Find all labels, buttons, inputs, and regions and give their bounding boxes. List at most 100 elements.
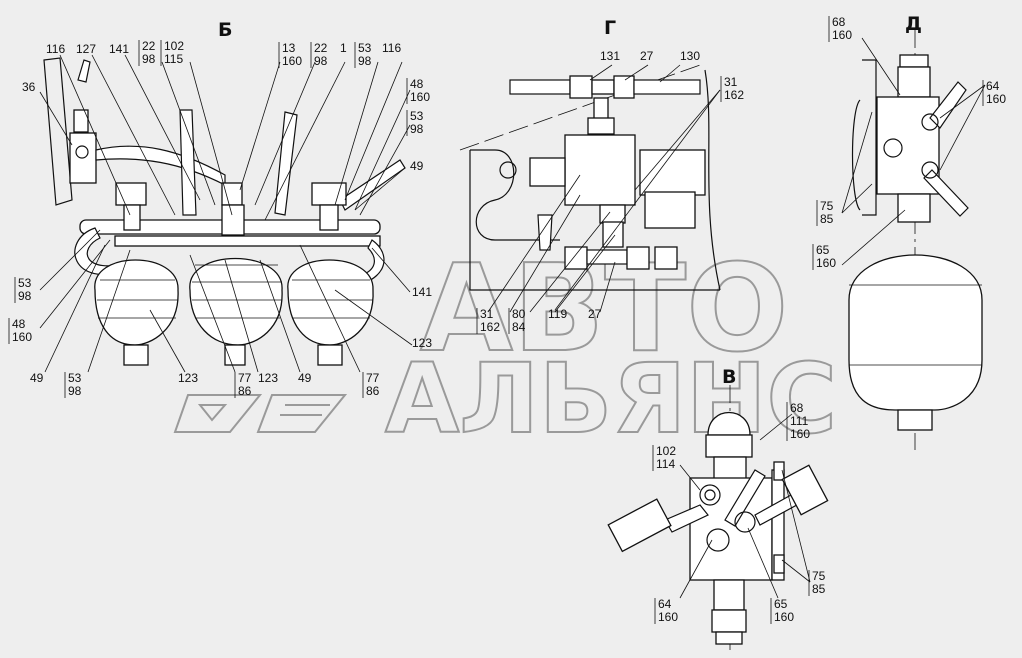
callout-number: 27 bbox=[640, 49, 654, 63]
callout-b-123-a: 123 bbox=[178, 371, 198, 385]
callout-number: 65 bbox=[774, 597, 788, 611]
callout-number: 49 bbox=[30, 371, 44, 385]
accumulator-3 bbox=[287, 182, 374, 366]
callout-g-119: 119 bbox=[548, 307, 567, 321]
callout-b-36: 36 bbox=[22, 80, 36, 94]
callout-number: 64 bbox=[658, 597, 672, 611]
view-letter: В bbox=[722, 366, 736, 388]
callout-number: 1 bbox=[340, 41, 347, 55]
view-g-assembly bbox=[459, 64, 721, 313]
callout-number: 98 bbox=[358, 54, 372, 68]
callout-number: 77 bbox=[238, 371, 252, 385]
callout-number: 49 bbox=[298, 371, 312, 385]
callout-number: 49 bbox=[410, 159, 424, 173]
callout-d: Д bbox=[905, 13, 922, 35]
callout-number: 68 bbox=[832, 15, 846, 29]
callout-b-116-right: 116 bbox=[382, 41, 401, 55]
callout-number: 160 bbox=[774, 610, 794, 624]
callout-b-1: 1 bbox=[340, 41, 347, 55]
callout-number: 160 bbox=[816, 256, 836, 270]
callout-number: 160 bbox=[12, 330, 32, 344]
view-v-leaders bbox=[679, 413, 811, 599]
callout-b-49-bottom: 49 bbox=[298, 371, 312, 385]
callout-number: 98 bbox=[314, 54, 328, 68]
callout-number: 53 bbox=[18, 276, 32, 290]
callout-number: 160 bbox=[986, 92, 1006, 106]
callout-number: 98 bbox=[410, 122, 424, 136]
callout-g: Г bbox=[604, 17, 616, 39]
callout-number: 102 bbox=[656, 444, 676, 458]
callout-number: 127 bbox=[76, 42, 96, 56]
callout-number: 116 bbox=[382, 41, 401, 55]
callout-number: 98 bbox=[18, 289, 32, 303]
callout-number: 53 bbox=[358, 41, 372, 55]
callout-b-123-b: 123 bbox=[258, 371, 278, 385]
callout-number: 162 bbox=[480, 320, 500, 334]
callout-b-116-left: 116 bbox=[46, 42, 65, 56]
callout-number: 31 bbox=[724, 75, 738, 89]
callout-number: 85 bbox=[820, 212, 834, 226]
callout-b-141-top: 141 bbox=[109, 42, 129, 56]
callout-b-123-right: 123 bbox=[412, 336, 432, 350]
callout-number: 123 bbox=[258, 371, 278, 385]
callout-number: 98 bbox=[68, 384, 82, 398]
callout-number: 48 bbox=[410, 77, 424, 91]
view-d-leaders bbox=[841, 37, 986, 266]
accumulator-2 bbox=[189, 182, 283, 366]
watermark-emblem bbox=[173, 394, 348, 433]
callout-number: 84 bbox=[512, 320, 526, 334]
callout-number: 160 bbox=[790, 427, 810, 441]
callout-number: 98 bbox=[142, 52, 156, 66]
callout-number: 115 bbox=[164, 52, 183, 66]
view-letter: Г bbox=[604, 17, 616, 39]
callout-number: 102 bbox=[164, 39, 184, 53]
callout-number: 77 bbox=[366, 371, 380, 385]
callout-b: Б bbox=[218, 19, 232, 41]
callout-number: 27 bbox=[588, 307, 602, 321]
callout-number: 53 bbox=[68, 371, 82, 385]
callout-number: 36 bbox=[22, 80, 36, 94]
callout-b-141-right: 141 bbox=[412, 285, 432, 299]
view-g-leaders bbox=[487, 64, 721, 313]
view-b-assembly bbox=[39, 54, 413, 373]
callout-g-130: 130 bbox=[680, 49, 700, 63]
callout-number: 31 bbox=[480, 307, 494, 321]
callout-number: 123 bbox=[178, 371, 198, 385]
view-letter: Д bbox=[905, 13, 922, 35]
callout-number: 141 bbox=[109, 42, 129, 56]
callout-b-49-bottom-left: 49 bbox=[30, 371, 44, 385]
callout-b-127: 127 bbox=[76, 42, 96, 56]
callout-number: 86 bbox=[366, 384, 380, 398]
callout-number: 85 bbox=[812, 582, 826, 596]
callout-number: 80 bbox=[512, 307, 526, 321]
callout-number: 130 bbox=[680, 49, 700, 63]
callout-g-131: 131 bbox=[600, 49, 620, 63]
callout-number: 123 bbox=[412, 336, 432, 350]
callout-number: 160 bbox=[282, 54, 302, 68]
callout-number: 75 bbox=[820, 199, 834, 213]
callout-b-49-right: 49 bbox=[410, 159, 424, 173]
callout-number: 119 bbox=[548, 307, 567, 321]
callout-number: 53 bbox=[410, 109, 424, 123]
callout-number: 160 bbox=[832, 28, 852, 42]
